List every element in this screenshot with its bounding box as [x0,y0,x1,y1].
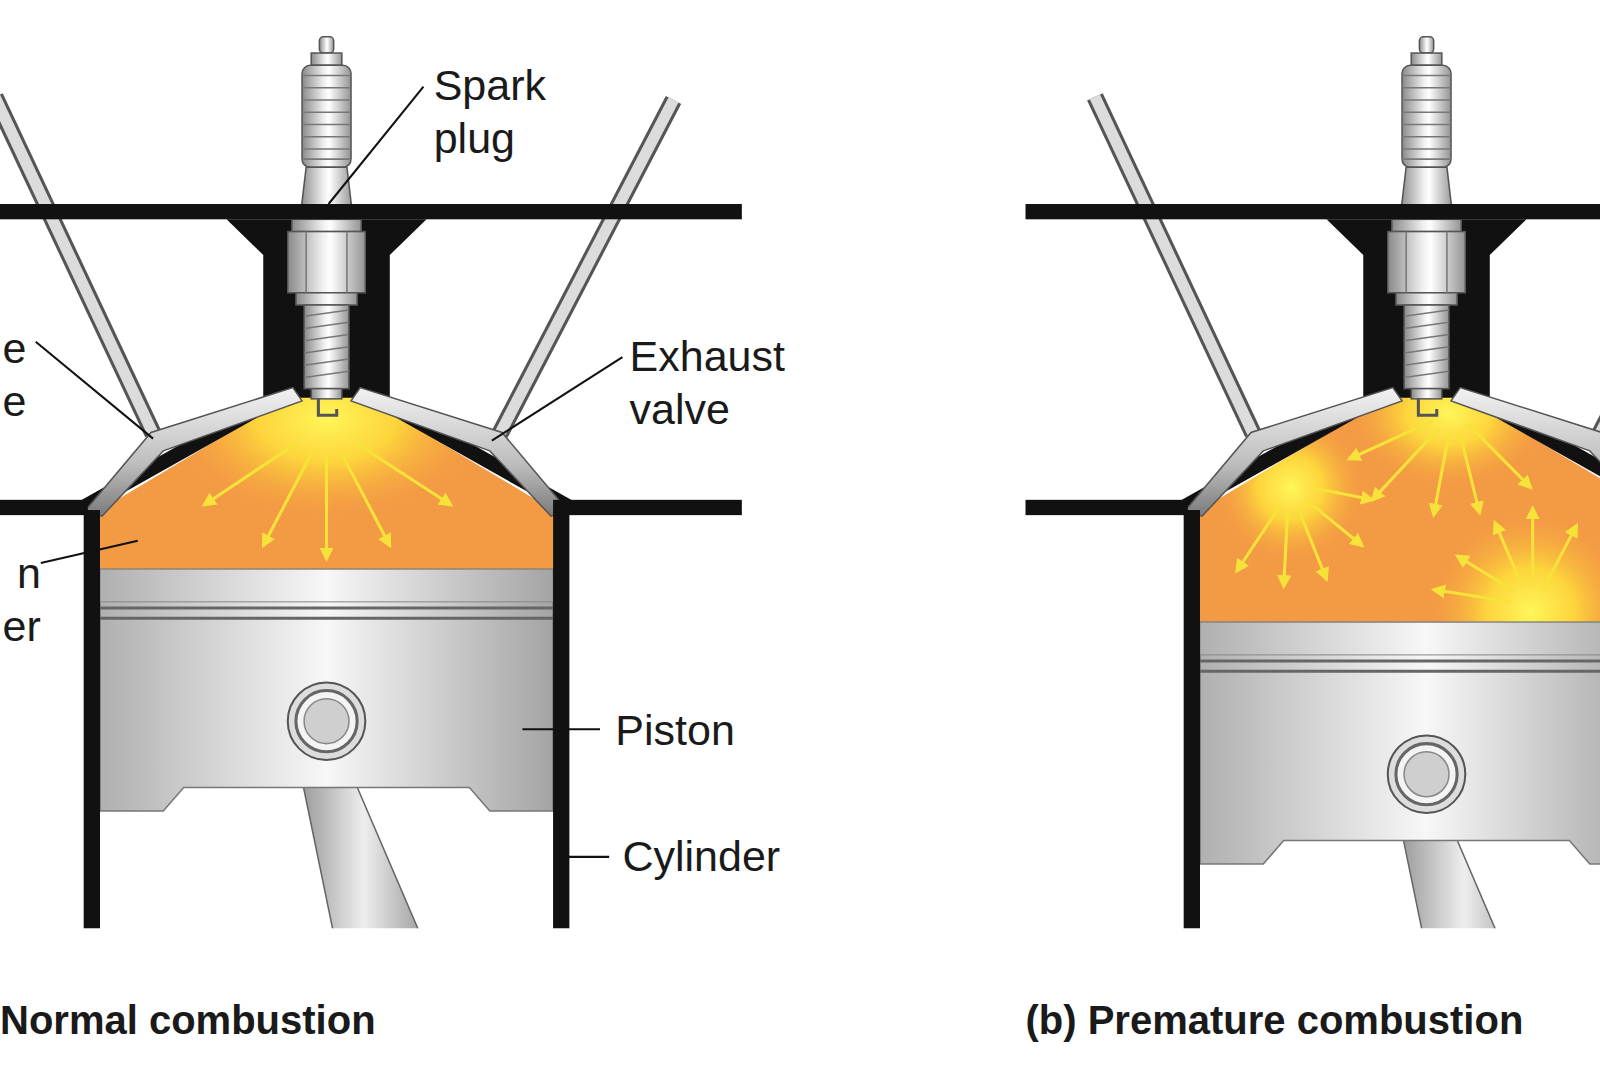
leader-line [492,357,623,441]
piston-body [1200,622,1600,928]
leader-line [522,728,600,730]
part-label: e e [0,322,27,428]
leader-line [41,541,138,563]
piston-assembly [1200,622,1600,928]
leader-line [564,856,609,858]
flame-arrow [1372,428,1438,499]
panel-caption: (b) Premature combustion [1026,996,1597,1044]
head-plate [1026,204,1600,219]
flame-arrow [204,444,296,505]
part-label: Spark plug [434,59,607,165]
part-label: Cylinder [622,830,867,883]
part-label: n er [0,547,41,653]
panel-caption: Normal combustion [0,996,612,1044]
flame-arrow [1495,522,1523,586]
leader-line [36,342,153,439]
flame-arrows [204,444,451,559]
flame-arrow [1284,510,1288,587]
piston-assembly [100,569,553,928]
cylinder-wall [553,500,569,928]
flame-arrow [342,454,390,546]
flame-arrow [1543,525,1577,589]
flame-arrow [1237,505,1281,571]
flame-arrow [1467,423,1530,487]
piston-body [100,569,553,928]
block-deck [0,500,88,515]
head-plate [0,204,742,219]
flame-arrow [1459,430,1479,513]
part-label: Exhaust valve [630,330,814,436]
leader-line [329,87,424,204]
flame-arrow [1349,420,1434,459]
flame-arrow [325,457,328,559]
block-deck [1026,500,1188,515]
block-deck [565,500,742,515]
flame-arrow [1434,434,1449,516]
flame-arrow [357,444,451,505]
flame-arrow [263,454,311,546]
flame-arrow [1311,488,1372,500]
cylinder-head [0,37,673,516]
cylinder-wall [84,510,100,928]
flame-arrow [1531,508,1534,587]
leader-lines [36,87,623,857]
flame-arrow [1434,590,1511,602]
flame-arrow [1298,508,1327,579]
cylinder-wall [1184,510,1200,928]
part-label: Piston [615,704,839,757]
flame-arrow [1457,556,1515,592]
flame-arrow [1306,500,1362,546]
cylinder-head [1095,37,1600,516]
